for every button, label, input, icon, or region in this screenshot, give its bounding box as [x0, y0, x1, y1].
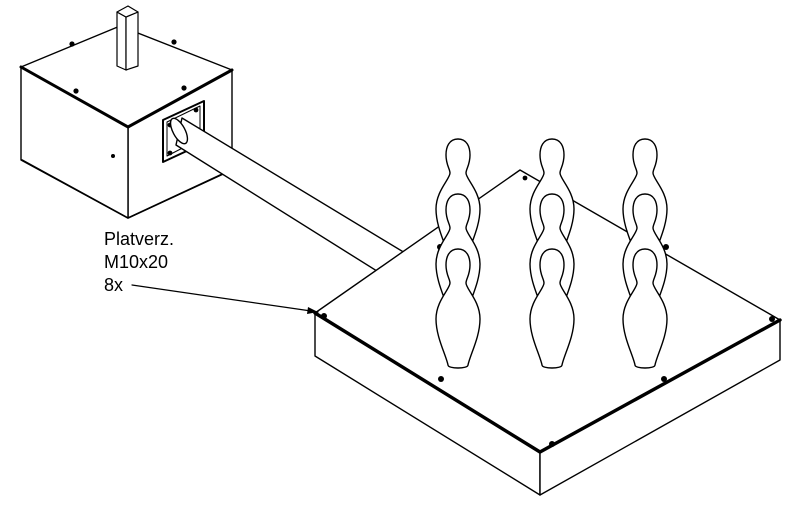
- vertical-shaft: [116, 5, 139, 71]
- bowling-pins: [435, 138, 668, 369]
- callout-line-3: 8x: [104, 275, 124, 295]
- callout-line-1: Platverz.: [104, 229, 175, 249]
- callout-leader: [131, 284, 319, 314]
- drive-shaft: [169, 117, 421, 279]
- callout-line-2: M10x20: [104, 252, 169, 272]
- bolt-callout: Platverz. M10x20 8x: [104, 228, 174, 297]
